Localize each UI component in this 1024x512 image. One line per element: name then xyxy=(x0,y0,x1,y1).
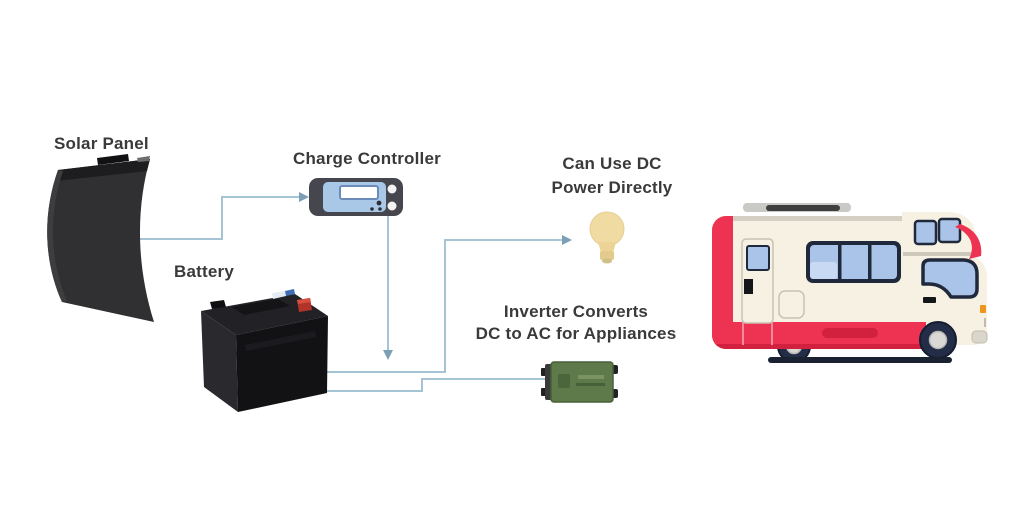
inverter-label: Inverter Converts DC to AC for Appliance… xyxy=(465,301,687,345)
controller-terminal-top xyxy=(387,184,397,194)
rv-window-divider-1 xyxy=(838,245,842,279)
rv-overcab-window-left xyxy=(913,219,938,246)
solar-panel-illustration xyxy=(47,154,154,322)
inverter-illustration xyxy=(541,361,618,403)
rv-front-step xyxy=(971,330,988,344)
rv-rear-trim xyxy=(712,216,733,349)
solar-panel-sheet xyxy=(47,159,154,322)
arrowhead-into-battery xyxy=(383,350,393,360)
bulb-base xyxy=(600,251,614,260)
connector-solar-to-controller xyxy=(140,196,300,240)
dc-load-label-line1: Can Use DC xyxy=(562,154,662,173)
inverter-body xyxy=(550,361,614,403)
arrowhead-into-controller xyxy=(299,192,309,202)
rv-main-window-glass-light xyxy=(810,262,837,279)
connector-battery-to-dc-load xyxy=(323,239,563,373)
battery-vent-strip xyxy=(245,331,316,351)
rv-overcab-red-swoosh xyxy=(955,224,982,259)
solar-panel-top-band xyxy=(56,159,150,181)
controller-led-right xyxy=(378,207,382,211)
rv-front-indicator-light xyxy=(980,305,986,313)
rv-camper-illustration xyxy=(712,203,988,363)
rv-front-hub xyxy=(928,330,948,350)
rv-bottom-stripe-shadow xyxy=(712,344,943,349)
rv-front-trim-line xyxy=(984,318,986,327)
light-bulb-illustration xyxy=(589,211,625,264)
connector-lines xyxy=(140,192,572,392)
charge-controller-illustration xyxy=(309,178,403,216)
dc-load-label: Can Use DC Power Directly xyxy=(512,152,712,200)
rv-window-divider-2 xyxy=(868,245,872,279)
solar-panel-junction-box xyxy=(97,154,129,165)
rv-door-handle xyxy=(744,279,753,294)
battery-label-blue xyxy=(285,289,295,296)
rv-door-seam-left xyxy=(742,322,744,345)
controller-button xyxy=(376,200,382,206)
rv-main-window xyxy=(806,241,901,283)
inverter-label-line1: Inverter Converts xyxy=(503,302,649,321)
rv-storage-hatch xyxy=(778,290,805,319)
rv-overcab-shadow-line xyxy=(903,252,976,256)
solar-panel-corner-notch xyxy=(137,156,150,162)
arrowhead-into-dc-load xyxy=(562,235,572,245)
solar-panel-label: Solar Panel xyxy=(54,134,149,153)
battery-front-face xyxy=(201,311,238,412)
car-battery-illustration xyxy=(201,289,328,412)
rv-roof-solar-panel xyxy=(766,205,840,211)
inverter-text-line-2 xyxy=(576,383,605,386)
rv-ground-line xyxy=(768,357,952,363)
inverter-text-line-1 xyxy=(578,375,604,379)
solar-panel-left-highlight xyxy=(47,170,67,302)
battery-label-white xyxy=(272,291,286,299)
bulb-globe xyxy=(589,211,625,247)
dc-load-label-line2: Power Directly xyxy=(551,178,673,197)
connector-battery-to-inverter xyxy=(322,378,546,392)
controller-terminal-bottom xyxy=(387,201,397,211)
rv-cab-stripe-shadow xyxy=(902,344,926,348)
rv-windshield xyxy=(921,258,979,299)
controller-led-left xyxy=(370,207,374,211)
bulb-neck xyxy=(598,242,616,253)
rv-door-window xyxy=(746,245,770,271)
battery-red-terminal-top xyxy=(297,298,311,304)
inverter-panel-detail xyxy=(558,374,570,388)
battery-lid-handle xyxy=(232,299,290,315)
inverter-label-line2: DC to AC for Appliances xyxy=(475,324,677,343)
battery-label: Battery xyxy=(174,262,234,281)
battery-side-face xyxy=(236,316,328,412)
rv-overcab-window-right xyxy=(937,217,962,244)
rv-roofline-strip xyxy=(712,216,943,221)
bulb-base-tip xyxy=(602,258,612,264)
battery-top-face xyxy=(201,294,328,335)
rv-door-seam-right xyxy=(771,322,773,345)
rv-front-wheel xyxy=(919,321,957,359)
controller-display xyxy=(339,185,379,200)
rv-cab-handle xyxy=(923,297,936,303)
charge-controller-label: Charge Controller xyxy=(293,149,441,168)
battery-terminal-post xyxy=(210,300,226,309)
rv-stripe-groove xyxy=(822,328,878,338)
